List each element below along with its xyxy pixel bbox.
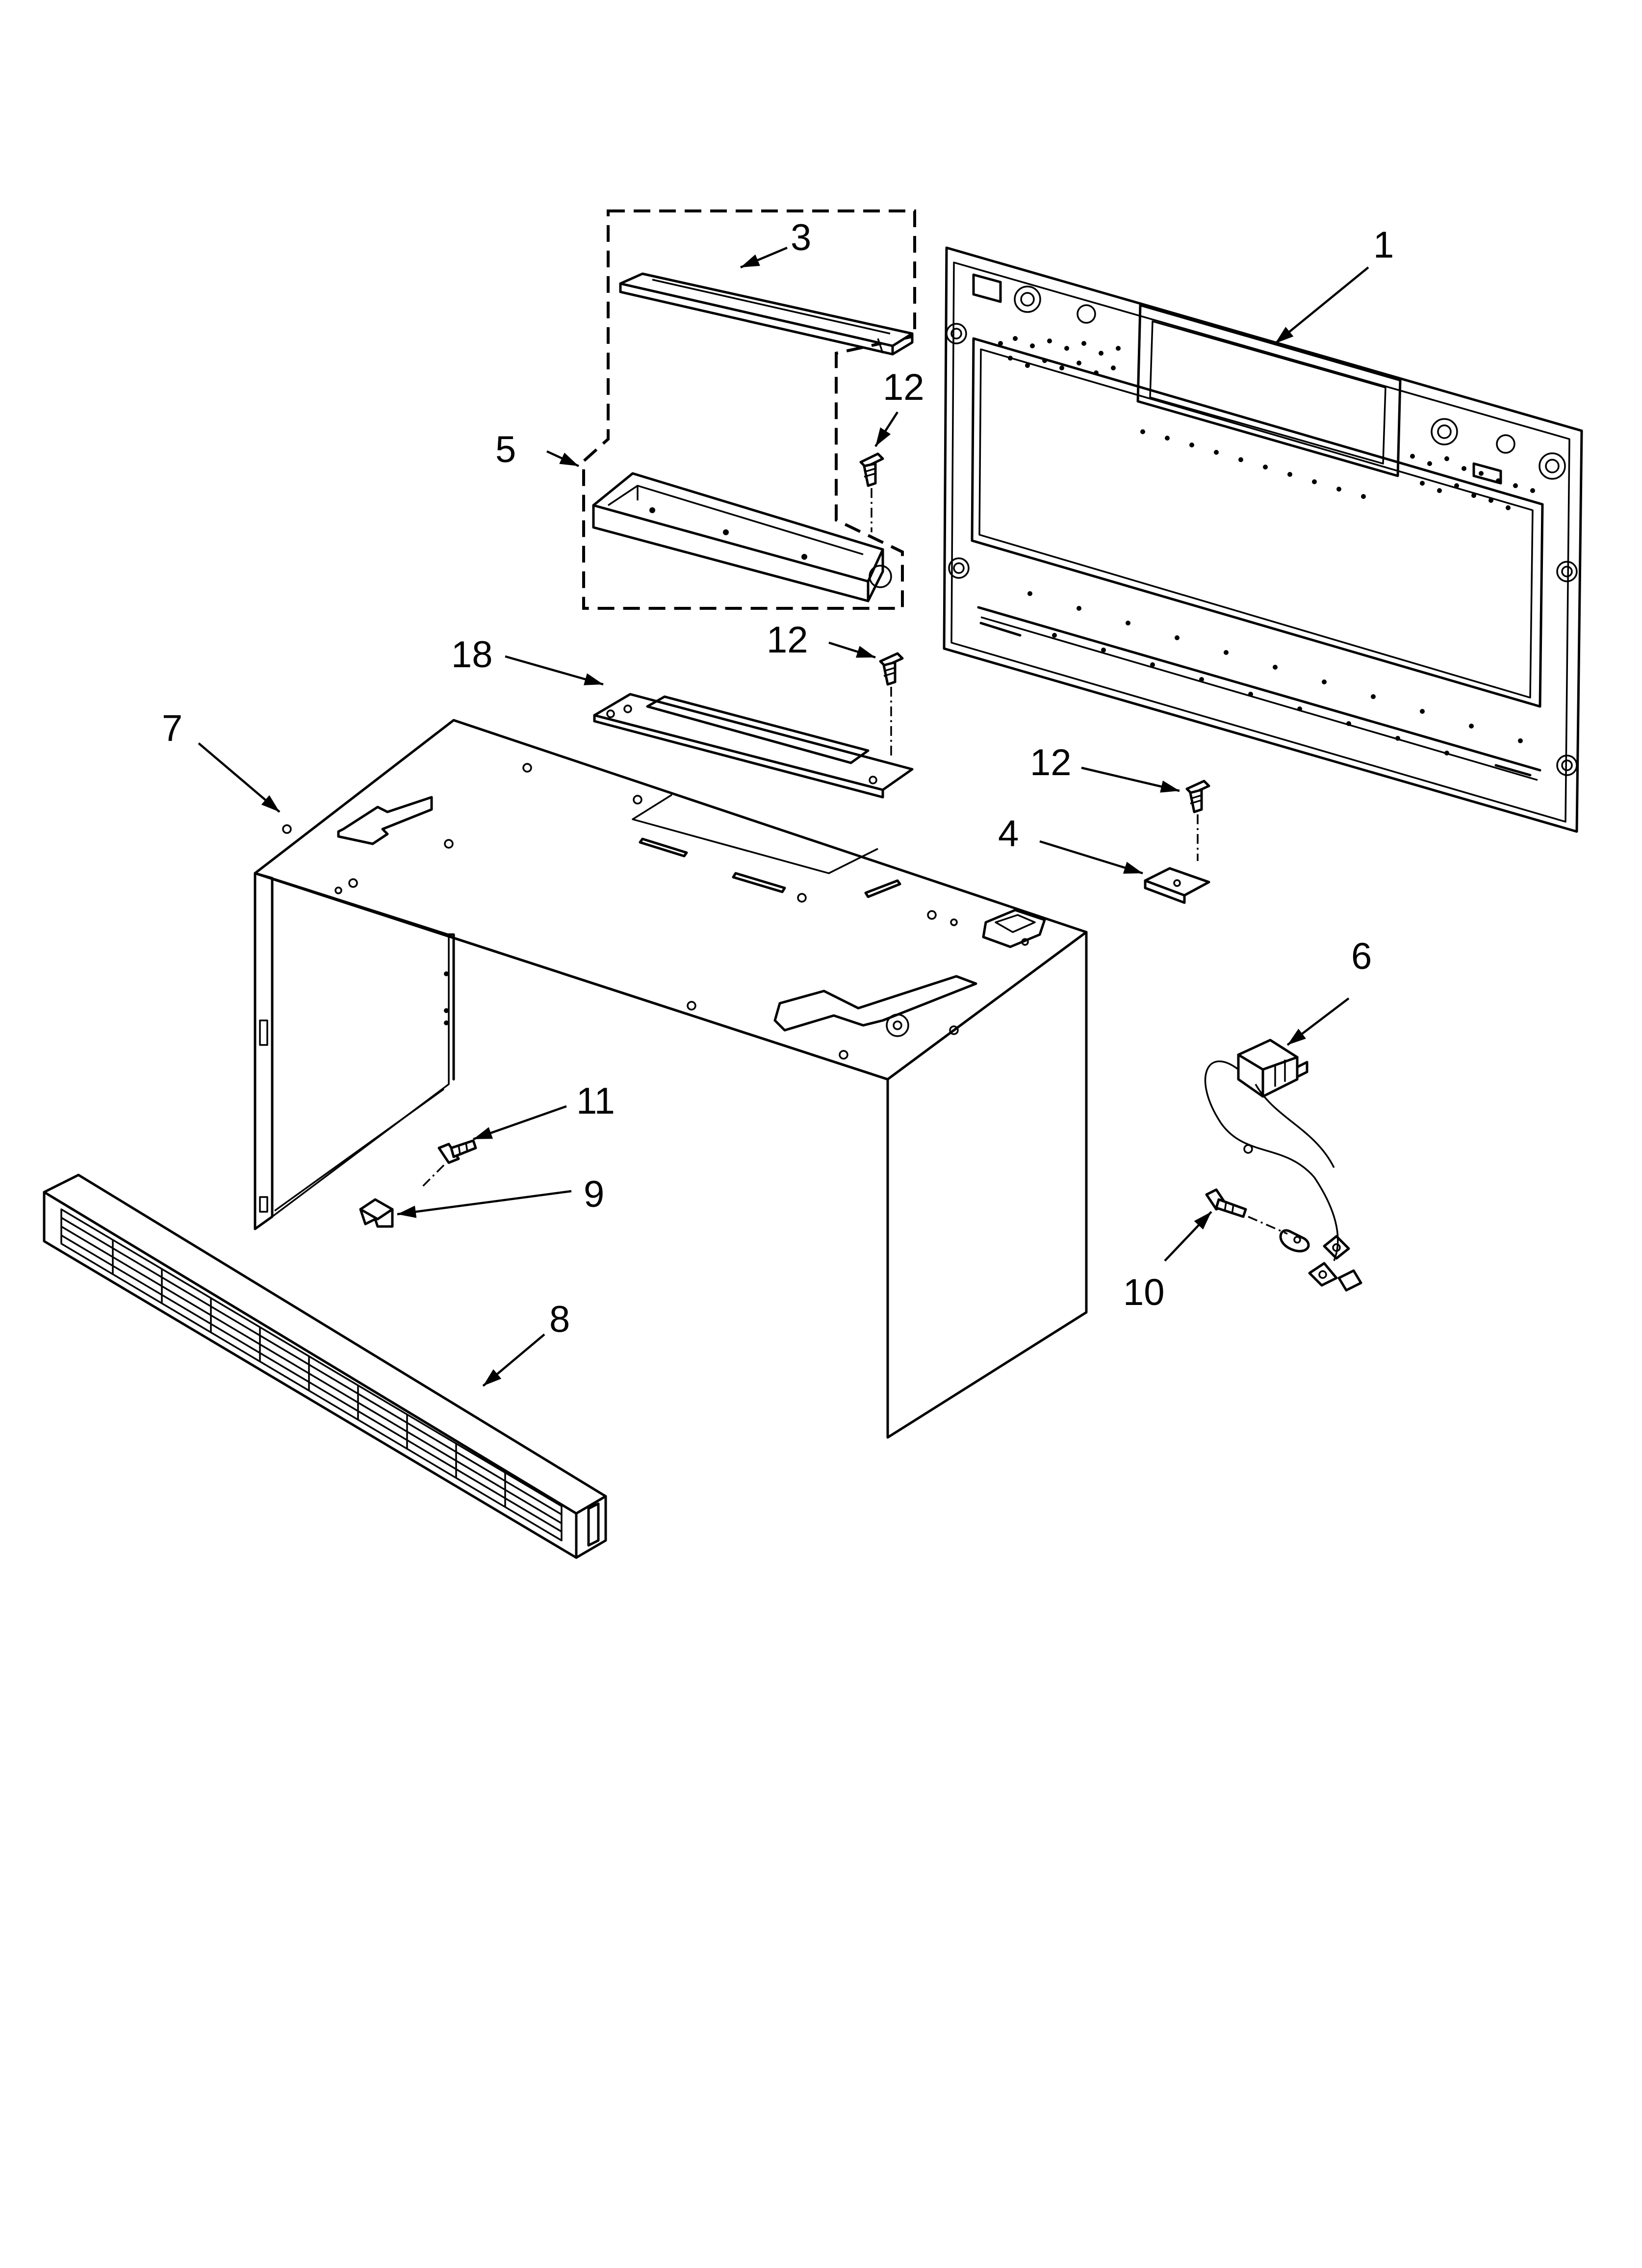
- callout-6: 6: [1351, 936, 1372, 977]
- part-5-assembly-box: [582, 209, 916, 610]
- leader-12a: [874, 411, 898, 447]
- screw-12-upper: [859, 452, 884, 532]
- callout-12c: 12: [1030, 742, 1072, 783]
- leader-9: [397, 1190, 572, 1218]
- part-4-bracket: [1144, 867, 1210, 904]
- leader-7: [198, 742, 281, 813]
- callout-12a: 12: [883, 366, 924, 408]
- leader-3: [740, 246, 788, 269]
- callout-5: 5: [495, 429, 516, 470]
- part-11-screw: [421, 1139, 477, 1188]
- callout-18: 18: [451, 634, 493, 676]
- screw-12-lower: [1185, 780, 1210, 861]
- leader-6: [1286, 997, 1350, 1046]
- part-18-gasket: [593, 693, 914, 799]
- callout-8: 8: [549, 1299, 570, 1340]
- leader-11: [473, 1105, 567, 1141]
- part-1-mounting-plate: [943, 246, 1583, 833]
- callout-10: 10: [1123, 1272, 1165, 1313]
- part-6-switch: [1204, 1039, 1362, 1292]
- part-5-channel: [592, 472, 892, 602]
- leader-10: [1164, 1211, 1212, 1262]
- callout-12b: 12: [767, 619, 808, 661]
- leader-12b: [828, 641, 876, 659]
- part-3-rail: [619, 272, 914, 356]
- callout-11: 11: [576, 1080, 615, 1122]
- leader-12c: [1081, 766, 1180, 793]
- leader-1: [1274, 266, 1369, 344]
- part-10-screw: [1205, 1188, 1288, 1235]
- leader-lines: [198, 246, 1369, 1387]
- callout-9: 9: [584, 1173, 604, 1215]
- leader-5: [546, 450, 579, 468]
- leader-4: [1039, 840, 1143, 875]
- callout-labels: 1 3 12 5 12 18 7 12 4 6 11 9 10 8: [162, 217, 1394, 1340]
- screw-12-middle: [879, 652, 904, 758]
- part-7-cabinet: [254, 719, 1088, 1439]
- part-8-grille: [43, 1173, 607, 1559]
- callout-3: 3: [791, 217, 811, 259]
- leader-18: [505, 655, 604, 686]
- part-9-clip: [359, 1198, 394, 1228]
- callout-1: 1: [1373, 224, 1394, 266]
- callout-7: 7: [162, 707, 182, 749]
- leader-8: [482, 1333, 545, 1387]
- callout-4: 4: [998, 813, 1019, 855]
